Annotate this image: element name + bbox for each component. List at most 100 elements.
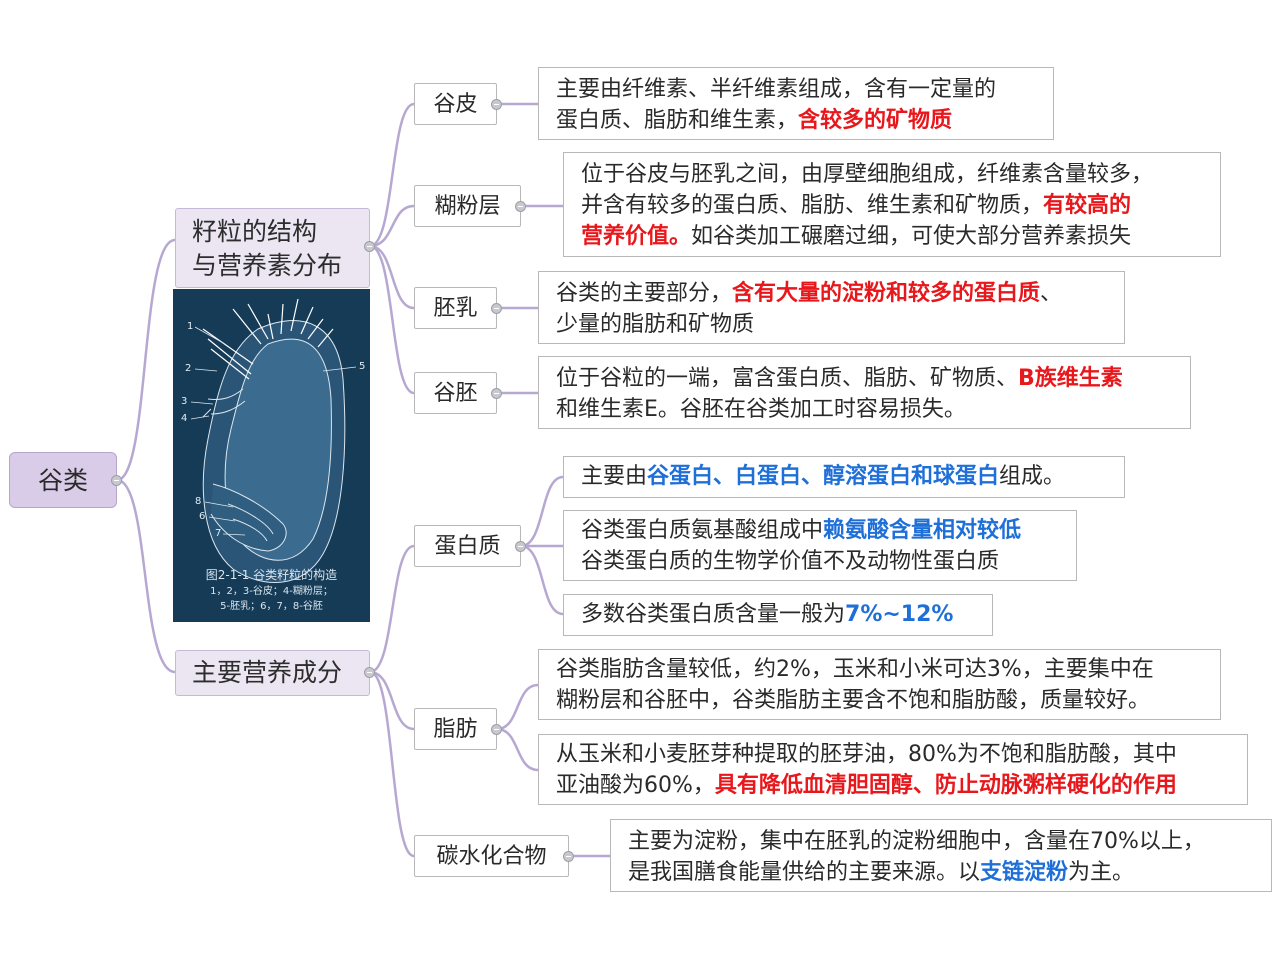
node-carb[interactable]: 碳水化合物 (414, 835, 569, 877)
detail-gupei-line2: 和维生素E。谷胚在谷类加工时容易损失。 (556, 397, 966, 422)
connector-fat-c1 (496, 683, 539, 731)
collapse-icon[interactable] (563, 851, 574, 862)
detail-gupei: 位于谷粒的一端，富含蛋白质、脂肪、矿物质、B族维生素 和维生素E。谷胚在谷类加工… (538, 356, 1191, 429)
figure-label-5: 5 (359, 361, 366, 372)
connector-root-structure (116, 238, 176, 482)
detail-protein-3-emphasis: 7%~12% (845, 602, 954, 627)
detail-protein-2: 谷类蛋白质氨基酸组成中赖氨酸含量相对较低 谷类蛋白质的生物学价值不及动物性蛋白质 (563, 510, 1077, 581)
detail-peiru-line1: 谷类的主要部分， (556, 281, 733, 306)
detail-carb-line2: 是我国膳食能量供给的主要来源。以 (628, 860, 981, 885)
node-hufen[interactable]: 糊粉层 (414, 185, 521, 227)
connector-gupei (369, 244, 415, 395)
connector-protein-c1 (520, 475, 564, 548)
detail-hufen-line3: 如谷类加工碾磨过细，可使大部分营养素损失 (691, 224, 1132, 249)
detail-protein-2-text: 谷类蛋白质氨基酸组成中 (581, 518, 824, 543)
node-fat[interactable]: 脂肪 (414, 708, 497, 750)
detail-carb-line1: 主要为淀粉，集中在胚乳的淀粉细胞中，含量在70%以上， (628, 829, 1205, 854)
node-protein[interactable]: 蛋白质 (414, 525, 521, 567)
detail-peiru-line2: 少量的脂肪和矿物质 (556, 312, 755, 337)
connector-fat (369, 670, 415, 731)
collapse-icon[interactable] (491, 724, 502, 735)
detail-fat-2-emphasis: 具有降低血清胆固醇、防止动脉粥样硬化的作用 (714, 773, 1177, 798)
figure-label-7: 7 (215, 528, 222, 539)
branch-nutrients[interactable]: 主要营养成分 (175, 650, 370, 696)
detail-protein-2-emphasis: 赖氨酸含量相对较低 (823, 518, 1022, 543)
node-carb-label: 碳水化合物 (436, 843, 547, 869)
detail-fat-1: 谷类脂肪含量较低，约2%，玉米和小米可达3%，主要集中在 糊粉层和谷胚中，谷类脂… (538, 649, 1221, 720)
grain-structure-figure: 1 2 3 4 5 8 6 7 图2-1-1 谷类籽粒的构造 1，2，3-谷皮；… (173, 289, 370, 622)
figure-label-1: 1 (187, 321, 194, 332)
branch-structure-label-line1: 籽粒的结构 (192, 217, 318, 246)
detail-gupi: 主要由纤维素、半纤维素组成，含有一定量的 蛋白质、脂肪和维生素，含较多的矿物质 (538, 67, 1054, 140)
connector-root-nutrients (116, 478, 176, 674)
branch-structure[interactable]: 籽粒的结构 与营养素分布 (175, 208, 370, 288)
collapse-icon[interactable] (364, 241, 375, 252)
detail-fat-1-line1: 谷类脂肪含量较低，约2%，玉米和小米可达3%，主要集中在 (556, 657, 1154, 682)
detail-fat-2: 从玉米和小麦胚芽种提取的胚芽油，80%为不饱和脂肪酸，其中 亚油酸为60%，具有… (538, 734, 1248, 805)
node-protein-label: 蛋白质 (434, 533, 501, 559)
detail-protein-3: 多数谷类蛋白质含量一般为7%~12% (563, 594, 993, 636)
collapse-icon[interactable] (515, 541, 526, 552)
collapse-icon[interactable] (515, 201, 526, 212)
collapse-icon[interactable] (491, 99, 502, 110)
branch-structure-label-line2: 与营养素分布 (192, 251, 343, 280)
detail-fat-1-line2: 糊粉层和谷胚中，谷类脂肪主要含不饱和脂肪酸，质量较好。 (556, 688, 1151, 713)
root-node[interactable]: 谷类 (9, 452, 117, 508)
detail-gupei-emphasis: B族维生素 (1018, 366, 1123, 391)
connector-carb (369, 670, 415, 858)
collapse-icon[interactable] (491, 388, 502, 399)
figure-label-2: 2 (185, 363, 192, 374)
detail-protein-1-text: 主要由 (581, 464, 648, 489)
node-fat-label: 脂肪 (433, 716, 478, 742)
collapse-icon[interactable] (491, 303, 502, 314)
detail-gupi-line2: 蛋白质、脂肪和维生素， (556, 108, 799, 133)
detail-fat-2-line2: 亚油酸为60%， (556, 773, 715, 798)
connector-fat-c2 (496, 727, 539, 772)
node-peiru-label: 胚乳 (433, 295, 478, 321)
detail-peiru: 谷类的主要部分，含有大量的淀粉和较多的蛋白质、 少量的脂肪和矿物质 (538, 271, 1125, 344)
detail-gupei-line1: 位于谷粒的一端，富含蛋白质、脂肪、矿物质、 (556, 366, 1019, 391)
figure-caption-line2: 1，2，3-谷皮；4-糊粉层； (210, 586, 333, 597)
detail-protein-3-text: 多数谷类蛋白质含量一般为 (581, 602, 846, 627)
connector-protein-c3 (520, 544, 564, 616)
node-gupei-label: 谷胚 (433, 380, 478, 406)
branch-nutrients-label: 主要营养成分 (192, 658, 343, 687)
grain-illustration (190, 298, 357, 583)
detail-hufen-line2: 并含有较多的蛋白质、脂肪、维生素和矿物质， (581, 193, 1044, 218)
detail-gupi-line1: 主要由纤维素、半纤维素组成，含有一定量的 (556, 77, 997, 102)
node-peiru[interactable]: 胚乳 (414, 287, 497, 329)
detail-hufen-emphasis2: 营养价值。 (581, 224, 692, 249)
detail-carb-end: 为主。 (1068, 860, 1135, 885)
figure-label-3: 3 (181, 396, 188, 407)
connector-hufen (369, 204, 415, 248)
detail-hufen-line1: 位于谷皮与胚乳之间，由厚壁细胞组成，纤维素含量较多， (581, 162, 1154, 187)
detail-fat-2-line1: 从玉米和小麦胚芽种提取的胚芽油，80%为不饱和脂肪酸，其中 (556, 742, 1177, 767)
connector-protein (369, 544, 415, 674)
collapse-icon[interactable] (364, 667, 375, 678)
node-gupi[interactable]: 谷皮 (414, 83, 497, 125)
detail-carb: 主要为淀粉，集中在胚乳的淀粉细胞中，含量在70%以上， 是我国膳食能量供给的主要… (610, 819, 1272, 892)
detail-protein-2-line2: 谷类蛋白质的生物学价值不及动物性蛋白质 (581, 549, 1000, 574)
connector-peiru (369, 244, 415, 310)
figure-label-4: 4 (181, 413, 188, 424)
detail-protein-1: 主要由谷蛋白、白蛋白、醇溶蛋白和球蛋白组成。 (563, 456, 1125, 498)
figure-label-6: 6 (199, 511, 206, 522)
node-gupi-label: 谷皮 (433, 91, 478, 117)
node-hufen-label: 糊粉层 (434, 193, 501, 219)
detail-hufen: 位于谷皮与胚乳之间，由厚壁细胞组成，纤维素含量较多， 并含有较多的蛋白质、脂肪、… (563, 152, 1221, 257)
detail-gupi-emphasis: 含较多的矿物质 (798, 108, 953, 133)
detail-peiru-punct: 、 (1040, 281, 1063, 306)
node-gupei[interactable]: 谷胚 (414, 372, 497, 414)
detail-protein-1-emphasis: 谷蛋白、白蛋白、醇溶蛋白和球蛋白 (647, 464, 1000, 489)
figure-caption-title: 图2-1-1 谷类籽粒的构造 (205, 568, 338, 582)
collapse-icon[interactable] (111, 475, 122, 486)
detail-protein-1-end: 组成。 (999, 464, 1066, 489)
detail-carb-emphasis: 支链淀粉 (980, 860, 1069, 885)
figure-caption-line3: 5-胚乳；6，7，8-谷胚 (220, 601, 323, 612)
root-label: 谷类 (37, 465, 88, 495)
detail-hufen-emphasis1: 有较高的 (1043, 193, 1132, 218)
figure-label-8: 8 (195, 496, 202, 507)
detail-peiru-emphasis: 含有大量的淀粉和较多的蛋白质 (732, 281, 1041, 306)
connector-gupi (369, 102, 415, 248)
